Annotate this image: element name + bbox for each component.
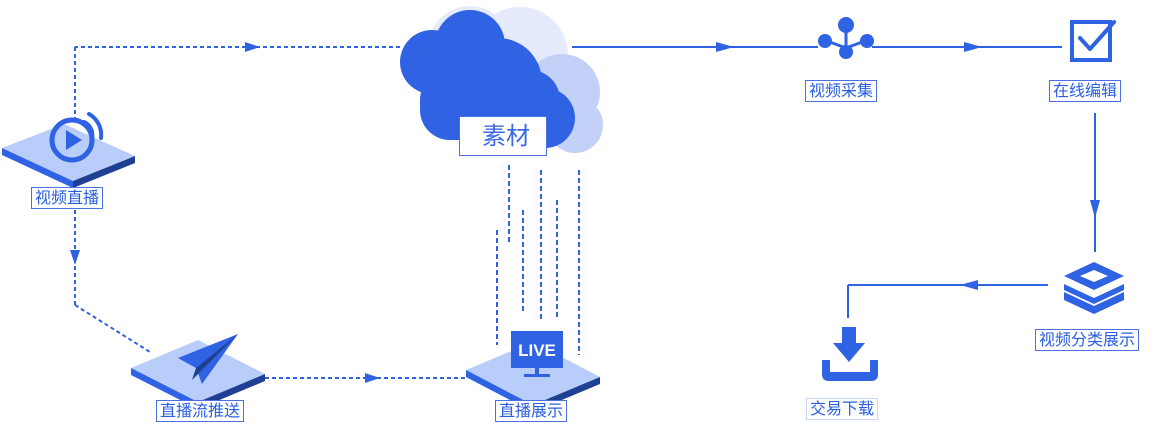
live-label: 视频直播: [31, 187, 104, 209]
classify-label: 视频分类展示: [1035, 329, 1140, 351]
live-screen-text: LIVE: [518, 341, 556, 360]
live-platform: [2, 124, 135, 188]
edit-check-icon: [1070, 20, 1116, 62]
connector-push-to-show: [265, 373, 468, 383]
connector-cloud-to-show: [496, 165, 580, 355]
download-icon: [822, 327, 878, 381]
edit-label: 在线编辑: [1049, 80, 1122, 102]
layers-icon: [1064, 262, 1124, 314]
push-label: 直播流推送: [156, 400, 245, 422]
live-broadcast-icon: [49, 112, 104, 163]
connector-classify-to-download: [847, 280, 1048, 318]
collect-label: 视频采集: [805, 80, 878, 102]
center-label: 素材: [459, 116, 547, 156]
live-screen-icon: LIVE: [511, 331, 563, 377]
show-label: 直播展示: [495, 400, 568, 422]
connector-live-to-push: [70, 210, 151, 353]
connector-cloud-to-collect: [572, 42, 818, 52]
paper-plane-icon: [178, 334, 238, 384]
connector-edit-to-classify: [1090, 113, 1100, 252]
network-nodes-icon: [818, 17, 874, 59]
connector-collect-to-edit: [872, 42, 1062, 52]
connector-cloud-to-live: [74, 42, 400, 120]
download-label: 交易下载: [806, 398, 879, 420]
